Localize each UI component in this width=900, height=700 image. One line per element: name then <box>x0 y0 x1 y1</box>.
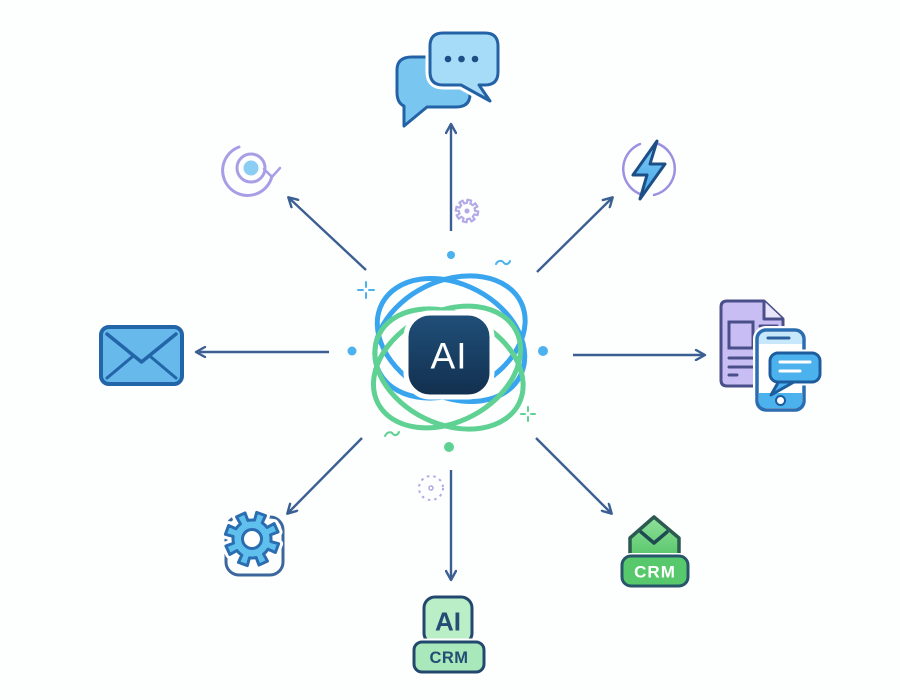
decor-dotted-circle <box>418 475 444 501</box>
node-sync <box>221 145 282 197</box>
decor-mini-gear-icon <box>452 196 482 226</box>
center-ai-hub: AI <box>370 273 528 432</box>
node-chat <box>395 28 503 128</box>
crm-badge <box>620 554 690 588</box>
decor-dot-bottom <box>444 442 454 452</box>
envelope-icon <box>99 325 184 386</box>
node-settings <box>218 505 286 575</box>
connector-arrows <box>197 125 704 579</box>
node-document-phone <box>719 299 824 414</box>
decorations <box>347 196 548 501</box>
decor-squiggle-green <box>384 431 400 437</box>
ai-hub-label: AI <box>431 336 468 377</box>
decor-dot-top <box>447 251 455 259</box>
gear-hub <box>241 528 263 550</box>
node-ai-crm: AI CRM <box>410 593 488 676</box>
decor-dot-right <box>538 346 548 356</box>
crm-home-icon <box>628 515 681 559</box>
lightning-bolt-icon <box>631 139 667 201</box>
envelope-flap <box>105 332 178 364</box>
phone-message-lines <box>778 360 812 373</box>
arrow-bottom-left <box>288 437 363 513</box>
envelope-bottom-folds <box>105 355 178 380</box>
node-crm-house: CRM <box>619 515 691 589</box>
ai-crm-bar <box>412 640 486 674</box>
sync-center-dot <box>243 160 259 176</box>
ai-crm-ai-label: AI <box>435 607 461 637</box>
sync-inner-ring <box>235 152 267 184</box>
ai-crm-crm-label: CRM <box>429 649 468 667</box>
node-lightning <box>622 139 677 201</box>
arrow-top-left <box>289 198 367 271</box>
crm-badge-label: CRM <box>634 563 676 582</box>
phone-home-button <box>775 395 786 406</box>
node-email <box>99 325 184 386</box>
decor-sparkle-blue <box>357 281 375 299</box>
sync-outer-arc <box>221 145 274 197</box>
chevron-down-icon <box>639 530 669 545</box>
ai-square <box>403 310 495 400</box>
phone-message-bubble-icon <box>768 351 822 384</box>
chat-bubbles-icon <box>428 31 500 103</box>
arrow-bottom-right <box>535 437 611 513</box>
arrow-top-right <box>536 198 612 273</box>
lightning-circle-arcs <box>622 141 677 197</box>
document-fold-corner <box>762 301 783 321</box>
decor-squiggle-blue <box>495 259 511 266</box>
chat-typing-dots <box>444 55 479 63</box>
decor-sparkle-green <box>520 406 536 422</box>
decor-dot-left <box>347 346 357 356</box>
